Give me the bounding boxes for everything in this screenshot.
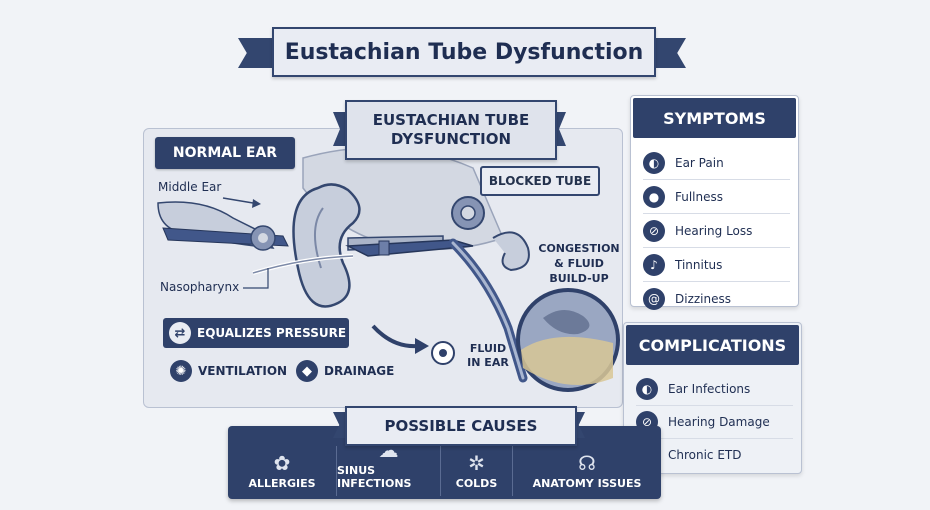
ear-icon: ◐ xyxy=(636,378,658,400)
blocked-tube-label: BLOCKED TUBE xyxy=(480,166,600,196)
list-item: ◐ Ear Infections xyxy=(636,373,793,406)
cause-label: ANATOMY ISSUES xyxy=(532,477,642,490)
symptom-label: Ear Pain xyxy=(675,155,724,170)
congestion-label: CONGESTION & FLUID BUILD-UP xyxy=(538,242,620,285)
equalizes-pressure-label: EQUALIZES PRESSURE xyxy=(197,326,347,340)
ear-anatomy-illustration xyxy=(157,146,620,392)
complication-label: Ear Infections xyxy=(668,382,751,396)
equalizes-pressure-badge: ⇄ EQUALIZES PRESSURE xyxy=(163,318,349,348)
fluid-in-ear-label: FLUID IN EAR xyxy=(467,342,509,369)
ventilation-label: VENTILATION xyxy=(198,364,288,378)
middle-ear-label: Middle Ear xyxy=(158,180,222,194)
pressure-icon: ⇄ xyxy=(169,322,191,344)
ear-slash-icon: ⊘ xyxy=(643,219,665,242)
diagram-title: EUSTACHIAN TUBE DYSFUNCTION xyxy=(345,100,557,160)
symptom-label: Hearing Loss xyxy=(675,223,753,238)
ventilation-item: ✺ VENTILATION xyxy=(170,360,287,382)
ear-icon: ◐ xyxy=(643,151,665,174)
cause-label: ALLERGIES xyxy=(248,477,316,490)
complications-list: ◐Ear Infections ⊘Hearing Damage ◑Chronic… xyxy=(636,373,793,471)
drainage-item: ◆ DRAINAGE xyxy=(296,360,394,382)
cause-label: COLDS xyxy=(455,477,498,490)
sound-icon: ♪ xyxy=(643,253,665,276)
cause-colds: ✲ COLDS xyxy=(440,446,512,496)
complication-label: Hearing Damage xyxy=(668,415,770,429)
symptom-label: Fullness xyxy=(675,189,724,204)
list-item: ● Fullness xyxy=(643,180,790,214)
ventilation-icon: ✺ xyxy=(170,360,192,382)
flower-icon: ✿ xyxy=(273,451,291,475)
list-item: ◐ Ear Pain xyxy=(643,146,790,180)
cause-allergies: ✿ ALLERGIES xyxy=(228,446,336,496)
causes-title: POSSIBLE CAUSES xyxy=(345,406,577,446)
nasopharynx-label: Nasopharynx xyxy=(160,280,240,294)
symptoms-title: SYMPTOMS xyxy=(633,98,796,138)
symptoms-panel: SYMPTOMS ◐ Ear Pain ● Fullness ⊘ Hearing Lo… xyxy=(630,95,799,310)
ear-anatomy-icon: ☊ xyxy=(578,451,596,475)
germ-icon: ✲ xyxy=(468,451,485,475)
head-icon: ● xyxy=(643,185,665,208)
list-item: ♪ Tinnitus xyxy=(643,248,790,282)
cause-label: SINUS INFECTIONS xyxy=(337,464,412,490)
list-item: ⊘ Hearing Loss xyxy=(643,214,790,248)
drainage-label: DRAINAGE xyxy=(324,364,395,378)
normal-ear-label: NORMAL EAR xyxy=(155,137,295,169)
spiral-icon: @ xyxy=(643,287,665,310)
symptoms-list: ◐ Ear Pain ● Fullness ⊘ Hearing Loss ♪ Tinni… xyxy=(643,146,790,315)
list-item: @ Dizziness xyxy=(643,282,790,315)
cause-sinus-infections: ☁ SINUS INFECTIONS xyxy=(336,440,440,496)
symptom-label: Tinnitus xyxy=(675,257,723,272)
drainage-icon: ◆ xyxy=(296,360,318,382)
symptom-label: Dizziness xyxy=(675,291,731,306)
complications-title: COMPLICATIONS xyxy=(626,325,799,365)
complication-label: Chronic ETD xyxy=(668,448,742,462)
page-title: Eustachian Tube Dysfunction xyxy=(272,27,656,77)
cause-anatomy-issues: ☊ ANATOMY ISSUES xyxy=(512,446,661,496)
